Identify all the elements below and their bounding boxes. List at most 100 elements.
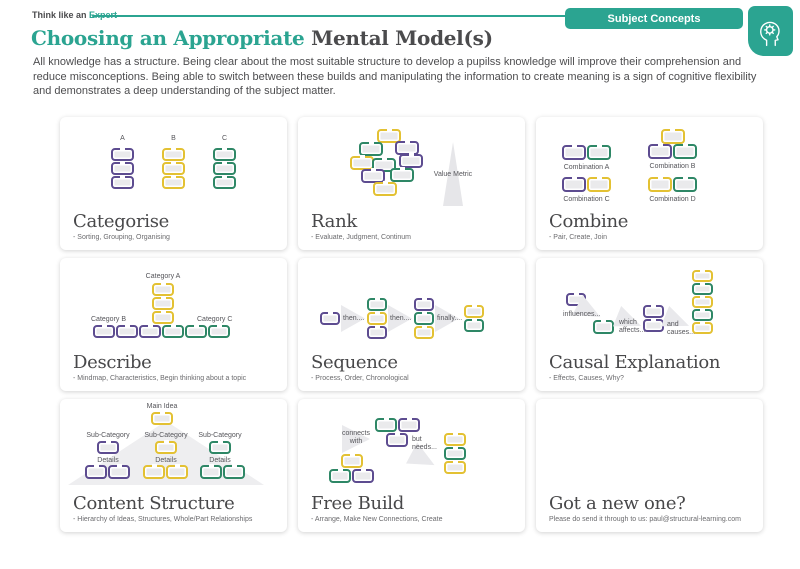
brick-icon	[464, 318, 484, 332]
page-title-accent: Choosing an Appropriate	[31, 26, 312, 50]
card-title: Free Build	[311, 493, 404, 514]
brick-icon	[352, 468, 374, 483]
brick-icon	[111, 147, 134, 162]
main-idea-label: Main Idea	[146, 403, 178, 410]
brick-icon	[692, 282, 713, 295]
brick-stack	[111, 147, 134, 190]
brick-stack	[464, 304, 484, 332]
brick-icon	[162, 324, 184, 338]
brick-icon	[162, 147, 185, 162]
brick-pair	[562, 144, 611, 160]
brick-icon	[444, 446, 466, 460]
brick-icon	[414, 311, 434, 325]
card-caption: Sequence - Process, Order, Chronological	[311, 352, 517, 382]
card-title: Describe	[73, 352, 152, 373]
card-caption: Got a new one? Please do send it through…	[549, 493, 755, 523]
brick-pair	[143, 464, 188, 479]
brick-icon	[673, 176, 697, 192]
card-got-a-new-one: Got a new one? Please do send it through…	[536, 399, 763, 532]
card-caption: Describe - Mindmap, Characteristics, Beg…	[73, 352, 279, 382]
card-title: Rank	[311, 211, 357, 232]
sub-category-label: Sub-Category	[198, 432, 242, 439]
brick-stack	[162, 147, 185, 190]
brick-icon	[361, 168, 385, 183]
brick-icon	[208, 324, 230, 338]
card-subtitle: - Mindmap, Characteristics, Begin thinki…	[73, 375, 247, 382]
brick-row	[93, 324, 230, 338]
card-caption: Combine - Pair, Create, Join	[549, 211, 755, 241]
brick-icon	[367, 297, 387, 311]
card-title: Categorise	[73, 211, 170, 232]
card-caption: Categorise - Sorting, Grouping, Organisi…	[73, 211, 279, 241]
card-title: Content Structure	[73, 493, 235, 514]
header-rule	[92, 15, 570, 17]
brick-icon	[692, 321, 713, 334]
details-label: Details	[209, 457, 231, 464]
sub-category-label: Sub-Category	[144, 432, 188, 439]
details-label: Details	[97, 457, 119, 464]
brick-icon	[398, 417, 420, 432]
brick-icon	[143, 464, 165, 479]
page-title: Choosing an Appropriate Mental Model(s)	[31, 26, 493, 50]
brick-icon	[209, 440, 231, 454]
brick-icon	[116, 324, 138, 338]
link-label: but needs...	[412, 436, 437, 452]
brick-icon	[377, 128, 401, 143]
step-label: then....	[343, 315, 365, 322]
brick-icon	[213, 175, 236, 190]
brick-icon	[386, 432, 408, 447]
combination-label: Combination A	[563, 164, 610, 171]
link-label: influences...	[563, 311, 601, 318]
brick-icon	[152, 310, 174, 324]
eyebrow-prefix: Think like an	[32, 10, 90, 20]
card-title: Sequence	[311, 352, 398, 373]
brick-icon	[562, 144, 586, 160]
sub-category-label: Sub-Category	[86, 432, 130, 439]
brick-icon	[223, 464, 245, 479]
brick-icon	[320, 311, 340, 325]
brick-icon	[660, 128, 685, 144]
brick-stack	[367, 297, 387, 339]
card-subtitle: - Evaluate, Judgment, Continum	[311, 234, 411, 241]
brick-icon	[444, 460, 466, 474]
card-rank: Value Metric Rank - Evaluate, Judgment, …	[298, 117, 525, 250]
brick-icon	[213, 147, 236, 162]
page-title-rest: Mental Model(s)	[311, 26, 493, 50]
brick-icon	[152, 296, 174, 310]
card-causal-explanation: influences... which affects... and cause…	[536, 258, 763, 391]
brick-icon	[200, 464, 222, 479]
brick-pair	[648, 176, 697, 192]
brick-icon	[390, 167, 414, 182]
card-subtitle: - Hierarchy of Ideas, Structures, Whole/…	[73, 516, 253, 523]
brick-icon	[375, 417, 397, 432]
brick-icon	[562, 176, 586, 192]
brick-stack	[692, 269, 713, 334]
brick-icon	[648, 143, 672, 159]
brick-icon	[692, 269, 713, 282]
category-column-a: A	[111, 135, 134, 190]
card-subtitle: - Arrange, Make New Connections, Create	[311, 516, 443, 523]
card-content-structure: Main Idea Sub-Category Sub-Category Sub-…	[60, 399, 287, 532]
brick-icon	[162, 175, 185, 190]
link-label: connects with	[341, 430, 371, 446]
brick-icon	[166, 464, 188, 479]
card-caption: Content Structure - Hierarchy of Ideas, …	[73, 493, 279, 523]
card-describe: Category A Category B Category C Describ…	[60, 258, 287, 391]
combination-label: Combination C	[563, 196, 610, 203]
brick-icon	[367, 311, 387, 325]
brick-icon	[359, 141, 383, 156]
brick-icon	[85, 464, 107, 479]
step-label: finally....	[437, 315, 463, 322]
card-title: Got a new one?	[549, 493, 686, 514]
link-label: which affects...	[619, 319, 646, 335]
brick-stack	[414, 297, 434, 339]
card-free-build: connects with but needs... Free Build - …	[298, 399, 525, 532]
brick-icon	[643, 318, 664, 332]
brick-stack	[643, 304, 664, 332]
brick-icon	[185, 324, 207, 338]
brick-icon	[648, 176, 672, 192]
brick-icon	[399, 153, 423, 168]
category-c-label: Category C	[197, 316, 233, 323]
column-label: B	[171, 135, 176, 142]
